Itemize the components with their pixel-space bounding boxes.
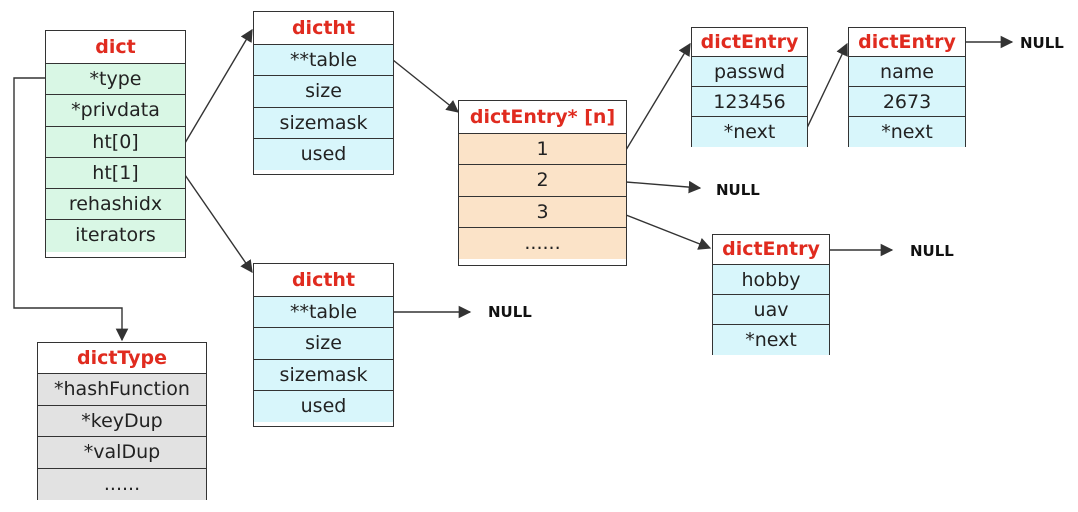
dictht-0-table: **table	[254, 45, 393, 77]
dicttype-hashfunction: *hashFunction	[38, 374, 206, 406]
dicttype-struct: dictType *hashFunction *keyDup *valDup .…	[37, 342, 207, 500]
dictentry-passwd-key: passwd	[692, 57, 807, 87]
dicttype-valdup: *valDup	[38, 437, 206, 469]
arrow-type-to-dicttype	[13, 77, 129, 342]
null-label-dictht1-table: NULL	[488, 303, 532, 321]
dictentry-hobby: dictEntry hobby uav *next	[712, 234, 830, 355]
dictentry-name-value: 2673	[849, 87, 965, 117]
dict-struct: dict *type *privdata ht[0] ht[1] rehashi…	[45, 30, 186, 258]
dict-field-rehashidx: rehashidx	[46, 189, 185, 221]
dictht-0-used: used	[254, 138, 393, 171]
dictht-1-sizemask: sizemask	[254, 359, 393, 391]
dictht-0-title: dictht	[254, 12, 393, 45]
dictht-1-title: dictht	[254, 264, 393, 297]
dictentry-passwd-next: *next	[692, 117, 807, 147]
arrow-ht0-to-dictht0	[184, 28, 253, 144]
dict-field-type: *type	[46, 64, 185, 96]
dictentry-array: dictEntry* [n] 1 2 3 ......	[458, 100, 627, 266]
dicttype-title: dictType	[38, 343, 206, 374]
dictentry-passwd-title: dictEntry	[692, 28, 807, 57]
dictht-1-size: size	[254, 328, 393, 360]
dict-field-ht0: ht[0]	[46, 126, 185, 158]
arrow-ht1-to-dictht1	[184, 174, 253, 274]
arrow-slot3-to-hobby	[625, 214, 712, 250]
arrow-table-to-entries	[392, 59, 459, 113]
dictentry-hobby-value: uav	[713, 295, 829, 325]
null-label-entry-hobby-next: NULL	[910, 242, 954, 260]
array-slot-more: ......	[459, 227, 626, 260]
dictentry-hobby-key: hobby	[713, 265, 829, 295]
null-label-slot2: NULL	[716, 181, 760, 199]
dictentry-name: dictEntry name 2673 *next	[848, 27, 966, 147]
dictentry-hobby-next: *next	[713, 325, 829, 355]
arrow-passwd-next-to-name	[805, 42, 848, 131]
dictentry-name-next: *next	[849, 117, 965, 147]
dict-field-iterators: iterators	[46, 220, 185, 252]
dicttype-keydup: *keyDup	[38, 405, 206, 437]
array-slot-3: 3	[459, 196, 626, 228]
array-slot-1: 1	[459, 134, 626, 166]
arrow-slot1-to-passwd	[625, 42, 691, 151]
dict-field-privdata: *privdata	[46, 95, 185, 127]
arrow-slot2-null	[625, 180, 702, 194]
dictht-0-sizemask: sizemask	[254, 107, 393, 139]
dictentry-array-title: dictEntry* [n]	[459, 101, 626, 134]
null-label-entry-name-next: NULL	[1020, 34, 1064, 52]
array-slot-2: 2	[459, 165, 626, 197]
dictht-1-table: **table	[254, 297, 393, 329]
dictentry-name-key: name	[849, 57, 965, 87]
dictht-1-used: used	[254, 390, 393, 423]
dictht-1: dictht **table size sizemask used	[253, 263, 394, 427]
dictentry-name-title: dictEntry	[849, 28, 965, 57]
dict-field-ht1: ht[1]	[46, 157, 185, 190]
dictentry-passwd: dictEntry passwd 123456 *next	[691, 27, 808, 147]
dictentry-hobby-title: dictEntry	[713, 235, 829, 265]
dictentry-passwd-value: 123456	[692, 87, 807, 117]
dict-title: dict	[46, 31, 185, 64]
dictht-0-size: size	[254, 76, 393, 108]
dictht-0: dictht **table size sizemask used	[253, 11, 394, 175]
dicttype-more: ......	[38, 468, 206, 500]
